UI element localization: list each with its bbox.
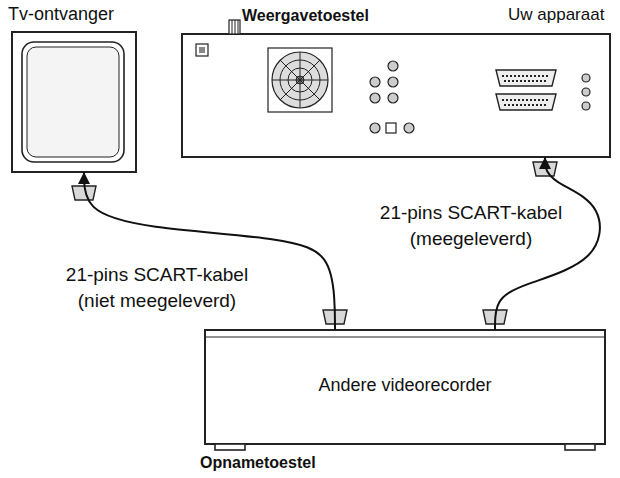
cable-label: 21-pins SCART-kabel (meegeleverd) bbox=[364, 200, 578, 251]
playback-device: Weergavetoestel Uw apparaat bbox=[180, 4, 612, 157]
tv-set bbox=[12, 32, 136, 172]
tv-receiver: Tv-ontvanger bbox=[8, 4, 140, 172]
role-label: Weergavetoestel bbox=[242, 7, 369, 25]
device-label: Uw apparaat bbox=[508, 5, 604, 25]
recorder-housing bbox=[205, 330, 605, 450]
device-label: Andere videorecorder bbox=[205, 375, 605, 396]
cable-label: 21-pins SCART-kabel (niet meegeleverd) bbox=[50, 262, 264, 313]
role-label: Opnametoestel bbox=[200, 454, 316, 472]
video-recorder: Andere videorecorderOpnametoestel bbox=[205, 330, 607, 473]
device-rear-panel bbox=[182, 20, 610, 157]
device-label: Tv-ontvanger bbox=[8, 4, 114, 25]
